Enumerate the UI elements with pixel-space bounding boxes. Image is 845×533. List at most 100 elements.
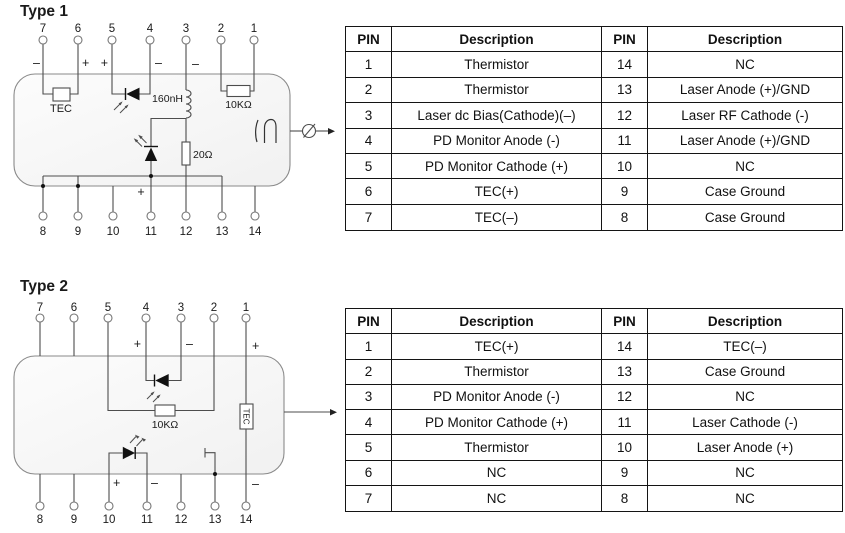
- desc-cell: PD Monitor Cathode (+): [392, 153, 602, 180]
- desc-cell: Thermistor: [392, 77, 602, 104]
- pin-number: 2: [218, 23, 224, 35]
- pin-number: 2: [211, 302, 217, 314]
- damping-resistor-label: 20Ω: [193, 149, 213, 161]
- pin-cell: 8: [602, 204, 648, 230]
- pin-cell: 2: [346, 359, 392, 385]
- pin-number: 9: [75, 226, 81, 238]
- pin-number: 14: [249, 226, 262, 238]
- output-arrow-icon: [330, 409, 337, 416]
- polarity-label: –: [252, 477, 259, 491]
- pin-cell: 1: [346, 334, 392, 360]
- table-row: 4 PD Monitor Anode (-) 11 Laser Anode (+…: [346, 128, 842, 154]
- pin-number: 14: [240, 514, 253, 526]
- modulator-icon: [255, 118, 277, 143]
- pin-number: 6: [75, 23, 81, 35]
- pin-number: 8: [40, 226, 46, 238]
- inductor-icon: [185, 89, 192, 119]
- desc-cell: Case Ground: [704, 209, 786, 225]
- type1-pin-table: PIN Description PIN Description 1 Thermi…: [345, 26, 843, 231]
- pin-header: PIN: [602, 27, 648, 53]
- pin-cell: 9: [602, 460, 648, 486]
- pin-cell: 14: [602, 334, 648, 360]
- pin-cell: 13: [602, 359, 648, 385]
- table-row: 5 Thermistor 10 Laser Anode (+): [346, 435, 842, 461]
- pin-number: 1: [251, 23, 257, 35]
- pin-numbers-top: 7 6 5 4 3 2 1: [40, 23, 257, 35]
- type1-schematic: Type 1: [13, 3, 335, 238]
- desc-cell: Laser Anode (+): [648, 435, 842, 461]
- tec-box: [52, 87, 71, 102]
- table-row: 6 TEC(+) 9 Case Ground: [346, 179, 842, 205]
- pin-number: 13: [216, 226, 229, 238]
- pin-cell: 10: [602, 435, 648, 461]
- table-row: 3 PD Monitor Anode (-) 12 NC: [346, 384, 842, 410]
- table-row: 1 Thermistor 14 NC: [346, 52, 842, 78]
- polarity-labels: + – + + – –: [113, 337, 259, 491]
- tec-box: [239, 403, 254, 430]
- polarity-label: +: [252, 339, 259, 353]
- desc-cell: NC: [392, 460, 602, 486]
- table-row: 4 PD Monitor Cathode (+) 11 Laser Cathod…: [346, 410, 842, 436]
- wires: [42, 44, 328, 212]
- desc-cell: Laser RF Cathode (-): [648, 103, 842, 129]
- table-row: 7 NC 8 NC: [346, 485, 842, 511]
- desc-cell: Thermistor: [392, 359, 602, 385]
- isolator-icon: [301, 123, 317, 139]
- pin-number: 7: [40, 23, 46, 35]
- desc-cell: NC: [648, 154, 842, 180]
- desc-cell: Case Ground: [648, 360, 842, 385]
- pin-cell: 14: [602, 52, 648, 78]
- table-row: 7 TEC(–) 8 Case Ground: [346, 204, 842, 230]
- pin-number: 9: [71, 514, 77, 526]
- polarity-label: +: [101, 56, 108, 70]
- pin-number: 5: [109, 23, 115, 35]
- thermistor-icon: [226, 84, 251, 98]
- table-row: 5 PD Monitor Cathode (+) 10 NC: [346, 153, 842, 180]
- desc-header: Description: [648, 27, 842, 53]
- pin-cell: 1: [346, 52, 392, 78]
- table-row: 1 TEC(+) 14 TEC(–): [346, 334, 842, 360]
- desc-cell: NC: [392, 485, 602, 511]
- table-row: 3 Laser dc Bias(Cathode)(–) 12 Laser RF …: [346, 103, 842, 129]
- desc-cell: TEC(+): [392, 179, 602, 205]
- pin-cell: 5: [346, 435, 392, 461]
- package-body: [13, 355, 285, 475]
- pin-header: PIN: [346, 309, 392, 335]
- desc-cell: NC: [648, 385, 842, 410]
- desc-cell: TEC(–): [648, 334, 842, 360]
- polarity-label: +: [134, 337, 141, 351]
- pin-number: 4: [147, 23, 154, 35]
- pin-numbers-bottom: 8 9 10 11 12 13 14: [37, 514, 253, 526]
- pin-cell: 3: [346, 384, 392, 410]
- polarity-label: –: [186, 337, 193, 351]
- damping-resistor-icon: [181, 141, 191, 166]
- pin-cell: 9: [602, 179, 648, 205]
- pin-number: 1: [243, 302, 249, 314]
- pin-cell: 5: [346, 153, 392, 180]
- pin-cell: 6: [346, 179, 392, 205]
- tec-label: TEC: [50, 103, 72, 115]
- polarity-label: –: [192, 57, 199, 71]
- desc-header: Description: [648, 309, 842, 335]
- desc-cell: PD Monitor Cathode (+): [392, 410, 602, 436]
- polarity-label: +: [82, 56, 89, 70]
- pin-cell: 11: [602, 128, 648, 154]
- type2-pin-table: PIN Description PIN Description 1 TEC(+)…: [345, 308, 843, 512]
- desc-cell: TEC(+): [392, 334, 602, 360]
- polarity-labels: – + + – – +: [33, 56, 199, 199]
- pin-cell: 3: [346, 103, 392, 129]
- thermistor-label: 10KΩ: [152, 419, 179, 431]
- table-row: 6 NC 9 NC: [346, 460, 842, 486]
- pin-number: 8: [37, 514, 43, 526]
- junction-dot: [213, 472, 217, 476]
- pin-cell: 4: [346, 410, 392, 436]
- desc-header: Description: [392, 309, 602, 335]
- type2-title: Type 2: [20, 278, 68, 295]
- desc-cell: NC: [648, 461, 842, 486]
- pin-header: PIN: [346, 27, 392, 53]
- package-body: [13, 73, 291, 187]
- type2-schematic: Type 2 TEC: [13, 278, 337, 526]
- photodiode-icon: [113, 87, 140, 114]
- wires: [39, 322, 330, 502]
- table-row: 2 Thermistor 13 Laser Anode (+)/GND: [346, 77, 842, 104]
